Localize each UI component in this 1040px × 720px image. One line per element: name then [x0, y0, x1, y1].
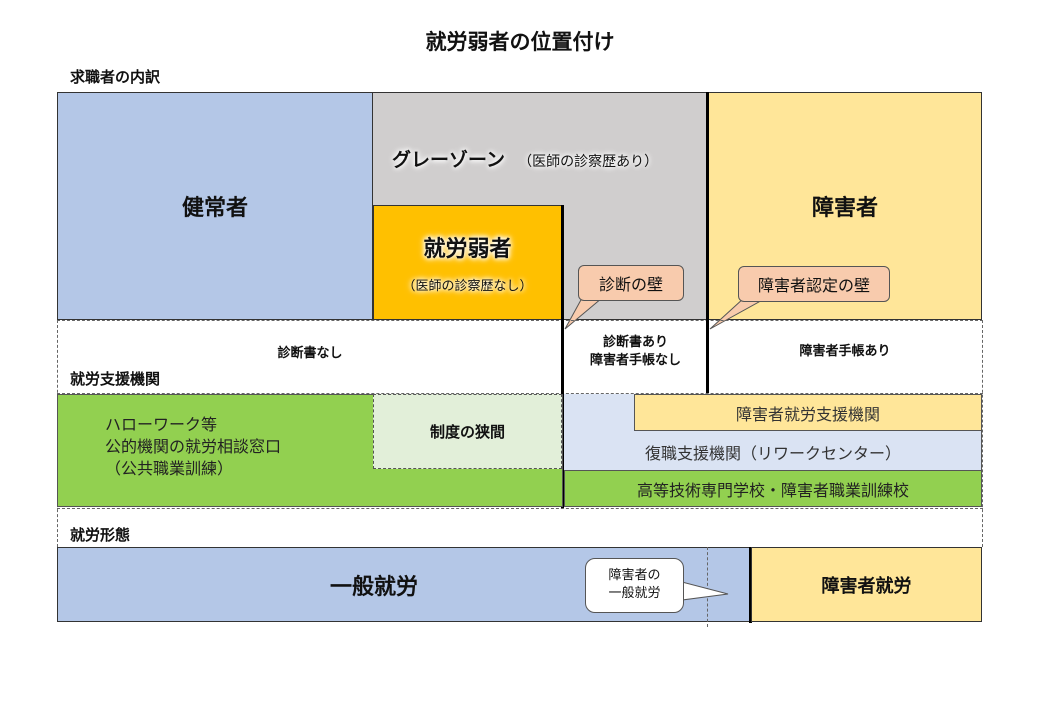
- diagnosis-wall-callout: 診断の壁: [578, 265, 684, 301]
- with-book-label: 障害者手帳あり: [799, 344, 891, 359]
- disabled-general-line1: 障害者の: [608, 568, 661, 583]
- disabled-general-pointer: [681, 581, 729, 601]
- no-diagnosis-label: 診断書なし: [277, 346, 343, 361]
- general-employment-divider: [707, 547, 708, 627]
- disabled-support-box: 障害者就労支援機関: [634, 394, 982, 431]
- with-diagnosis-label: 診断書あり 障害者手帳なし: [563, 334, 708, 370]
- schools-box: 高等技術専門学校・障害者職業訓練校: [564, 470, 982, 507]
- hellowork-text: ハローワーク等 公的機関の就労相談窓口 （公共職業訓練）: [105, 414, 281, 480]
- hellowork-line3: （公共職業訓練）: [105, 459, 234, 478]
- certification-wall-callout: 障害者認定の壁: [738, 266, 890, 302]
- healthy-label: 健常者: [181, 196, 248, 221]
- disabled-general-line2: 一般就労: [608, 586, 661, 601]
- employment-wall-line: [749, 547, 752, 623]
- disabled-support-label: 障害者就労支援機関: [735, 404, 880, 424]
- gray-zone-title: グレーゾーン （医師の診察歴あり）: [392, 145, 658, 172]
- weak-note: （医師の診察歴なし）: [402, 279, 533, 294]
- healthy-box: 健常者: [57, 92, 373, 320]
- hellowork-line1: ハローワーク等: [105, 415, 218, 434]
- weak-label: 就労弱者: [423, 237, 512, 262]
- with-diagnosis-line1: 診断書あり: [602, 335, 668, 350]
- gap-box: 制度の狭間: [373, 394, 562, 469]
- dashed-line-right: [982, 320, 983, 547]
- with-diagnosis-line2: 障害者手帳なし: [589, 353, 681, 368]
- diagnosis-wall-pointer: [564, 297, 604, 330]
- certification-wall-line: [706, 92, 709, 393]
- schools-label: 高等技術専門学校・障害者職業訓練校: [636, 480, 909, 500]
- dashed-line-support-bottom: [57, 508, 983, 509]
- general-employment-label: 一般就労: [329, 574, 418, 600]
- certification-wall-label: 障害者認定の壁: [757, 276, 870, 295]
- section-label-employment: 就労形態: [70, 526, 131, 544]
- gray-zone-note: （医師の診察歴あり）: [518, 154, 659, 170]
- section-label-breakdown: 求職者の内訳: [70, 68, 161, 86]
- section-label-support: 就労支援機関: [70, 370, 161, 388]
- disabled-employment-label: 障害者就労: [821, 575, 912, 597]
- disabled-general-callout: 障害者の 一般就労: [585, 558, 684, 613]
- gray-zone-label: グレーゾーン: [392, 149, 506, 171]
- diagnosis-wall-label: 診断の壁: [598, 275, 663, 294]
- dashed-line-top: [57, 320, 983, 321]
- page-title: 就労弱者の位置付け: [425, 30, 615, 54]
- gap-label: 制度の狭間: [429, 423, 505, 441]
- rework-label: 復職支援機関（リワークセンター）: [644, 444, 901, 463]
- dashed-line-support-top: [57, 393, 983, 394]
- disabled-employment-box: 障害者就労: [751, 547, 982, 622]
- diagnosis-wall-line: [561, 205, 564, 508]
- hellowork-line2: 公的機関の就労相談窓口: [105, 437, 282, 456]
- disabled-label: 障害者: [811, 196, 878, 221]
- weak-box: 就労弱者 （医師の診察歴なし）: [373, 205, 562, 320]
